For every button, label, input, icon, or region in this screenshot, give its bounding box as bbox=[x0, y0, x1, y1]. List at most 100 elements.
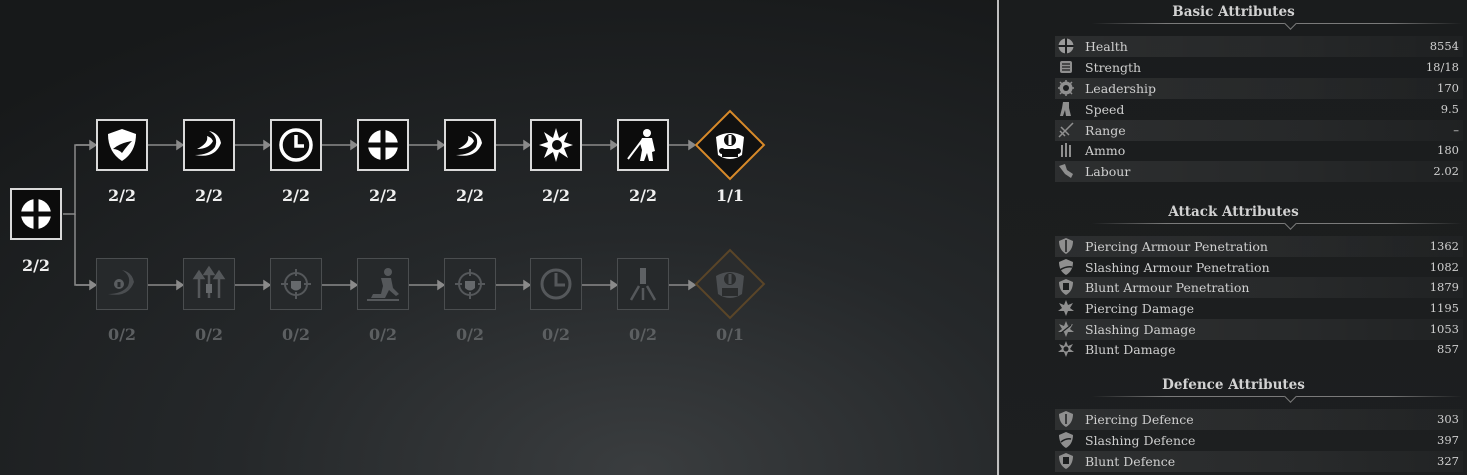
attr-row-labour: Labour 2.02 bbox=[1055, 161, 1463, 182]
attr-value: 1082 bbox=[1429, 260, 1459, 275]
warrior-emblem-icon bbox=[716, 133, 744, 159]
connector-arrow bbox=[235, 279, 272, 291]
skill-node-top-6[interactable] bbox=[530, 119, 582, 171]
attr-value: 1053 bbox=[1429, 322, 1459, 337]
skill-node-top-7[interactable] bbox=[617, 119, 669, 171]
connector-arrow bbox=[496, 139, 532, 151]
attr-row-leadership: Leadership 170 bbox=[1055, 78, 1463, 99]
skill-node-top-5[interactable] bbox=[444, 119, 496, 171]
slashing-defence-icon bbox=[1059, 432, 1073, 449]
skill-level-bottom-5: 0/2 bbox=[455, 325, 485, 344]
attr-value: 1362 bbox=[1429, 239, 1459, 254]
skill-node-bottom-3[interactable] bbox=[270, 258, 322, 310]
attr-row-speed: Speed 9.5 bbox=[1055, 99, 1463, 120]
attr-label: Labour bbox=[1085, 163, 1131, 179]
skill-node-bottom-2[interactable] bbox=[183, 258, 235, 310]
attr-label: Ammo bbox=[1085, 142, 1126, 158]
connector-arrow bbox=[669, 279, 697, 291]
skill-node-bottom-capstone-inner bbox=[700, 254, 760, 314]
skill-node-root[interactable] bbox=[10, 188, 62, 240]
attr-label: Piercing Armour Penetration bbox=[1085, 238, 1268, 254]
attr-row-piercing-defence: Piercing Defence 303 bbox=[1055, 409, 1463, 430]
connector-arrow bbox=[409, 279, 446, 291]
defence-attributes-divider bbox=[1092, 396, 1462, 397]
burst-icon bbox=[539, 128, 573, 162]
shield-bird-icon bbox=[108, 129, 136, 161]
attr-label: Speed bbox=[1085, 101, 1125, 117]
attr-value: 1879 bbox=[1429, 280, 1459, 295]
labour-icon bbox=[1059, 164, 1073, 179]
skill-level-top-6: 2/2 bbox=[541, 186, 571, 205]
attr-label: Blunt Armour Penetration bbox=[1085, 279, 1250, 295]
skill-node-bottom-4[interactable] bbox=[357, 258, 409, 310]
warrior-emblem-icon bbox=[716, 272, 744, 298]
spearman-icon bbox=[627, 129, 655, 161]
attr-row-ammo: Ammo 180 bbox=[1055, 140, 1463, 161]
attr-label: Slashing Armour Penetration bbox=[1085, 259, 1270, 275]
health-icon bbox=[1058, 38, 1074, 54]
ammo-spread-icon bbox=[629, 268, 657, 301]
blunt-pen-icon bbox=[1059, 279, 1073, 296]
skill-node-top-3[interactable] bbox=[270, 119, 322, 171]
skill-node-top-capstone-inner bbox=[700, 115, 760, 175]
swoosh-icon bbox=[456, 131, 482, 156]
skill-level-top-5: 2/2 bbox=[455, 186, 485, 205]
attr-label: Slashing Damage bbox=[1085, 321, 1196, 337]
slashing-damage-icon bbox=[1058, 321, 1074, 338]
attr-label: Range bbox=[1085, 122, 1126, 138]
skill-level-root: 2/2 bbox=[21, 256, 51, 275]
attr-row-slashing-defence: Slashing Defence 397 bbox=[1055, 430, 1463, 451]
piercing-defence-icon bbox=[1059, 411, 1073, 428]
attr-row-piercing-pen: Piercing Armour Penetration 1362 bbox=[1055, 236, 1463, 257]
target-shield-icon bbox=[281, 269, 311, 299]
strength-icon bbox=[1060, 61, 1072, 74]
attr-row-slashing-damage: Slashing Damage 1053 bbox=[1055, 319, 1463, 340]
runner-icon bbox=[367, 268, 399, 301]
attr-row-strength: Strength 18/18 bbox=[1055, 57, 1463, 78]
skill-node-top-1[interactable] bbox=[96, 119, 148, 171]
skill-level-top-capstone: 1/1 bbox=[715, 186, 745, 205]
slashing-pen-icon bbox=[1059, 259, 1073, 276]
blunt-defence-icon bbox=[1059, 453, 1073, 470]
skill-node-bottom-7[interactable] bbox=[617, 258, 669, 310]
skill-node-top-4[interactable] bbox=[357, 119, 409, 171]
skill-level-bottom-6: 0/2 bbox=[541, 325, 571, 344]
attr-value: 857 bbox=[1437, 342, 1459, 357]
attr-row-slashing-pen: Slashing Armour Penetration 1082 bbox=[1055, 257, 1463, 278]
skill-node-bottom-1[interactable] bbox=[96, 258, 148, 310]
swoosh-icon bbox=[195, 131, 221, 156]
attr-row-blunt-defence: Blunt Defence 327 bbox=[1055, 451, 1463, 472]
attr-value: 180 bbox=[1437, 143, 1459, 158]
speed-icon bbox=[1060, 102, 1071, 117]
attributes-panel: Basic Attributes Health 8554 Strength 18… bbox=[1000, 0, 1467, 475]
skill-level-bottom-1: 0/2 bbox=[107, 325, 137, 344]
health-cross-icon bbox=[20, 198, 52, 230]
skill-tree: 2/2 2/2 2/2 2/2 2/2 2/2 bbox=[10, 109, 766, 344]
attr-label: Blunt Defence bbox=[1085, 453, 1176, 469]
skill-node-top-2[interactable] bbox=[183, 119, 235, 171]
piercing-damage-icon bbox=[1058, 300, 1074, 317]
attack-attributes-title: Attack Attributes bbox=[1168, 204, 1299, 220]
skill-node-bottom-6[interactable] bbox=[530, 258, 582, 310]
connector-arrow bbox=[76, 279, 98, 291]
timer-icon bbox=[540, 268, 572, 300]
connector-arrow bbox=[409, 139, 446, 151]
attr-value: – bbox=[1453, 123, 1459, 138]
skill-level-top-7: 2/2 bbox=[628, 186, 658, 205]
connector-arrow bbox=[582, 279, 619, 291]
clock-icon bbox=[279, 128, 313, 162]
attr-value: 397 bbox=[1437, 433, 1459, 448]
skill-level-bottom-capstone: 0/1 bbox=[715, 325, 745, 344]
attack-attributes-divider bbox=[1092, 223, 1462, 224]
attr-label: Strength bbox=[1085, 59, 1142, 75]
attr-label: Piercing Damage bbox=[1085, 300, 1194, 316]
skill-level-bottom-2: 0/2 bbox=[194, 325, 224, 344]
attr-row-blunt-pen: Blunt Armour Penetration 1879 bbox=[1055, 277, 1463, 298]
health-cross-icon bbox=[367, 129, 399, 161]
attr-value: 170 bbox=[1437, 81, 1459, 96]
skill-level-bottom-4: 0/2 bbox=[368, 325, 398, 344]
attr-row-range: Range – bbox=[1055, 120, 1463, 141]
basic-attributes-divider bbox=[1092, 23, 1462, 24]
connector-arrow bbox=[148, 279, 185, 291]
skill-node-bottom-5[interactable] bbox=[444, 258, 496, 310]
